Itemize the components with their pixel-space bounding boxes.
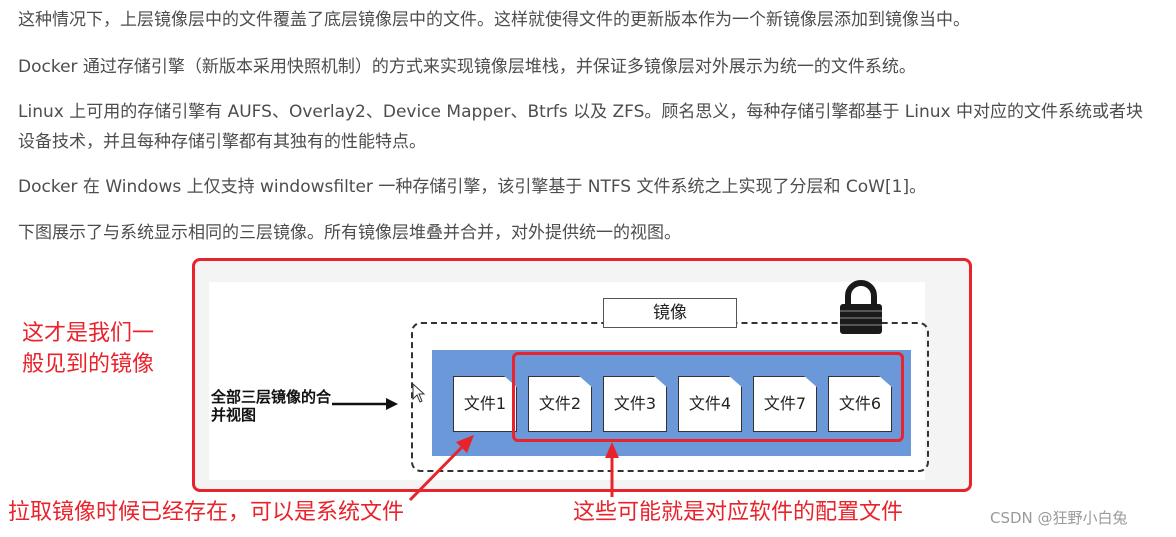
file-card: 文件2: [528, 376, 592, 432]
csdn-watermark: CSDN @狂野小白兔: [990, 509, 1128, 527]
file-card: 文件3: [603, 376, 667, 432]
bottom-annotation-right: 这些可能就是对应软件的配置文件: [573, 500, 904, 525]
paragraph-overwrite: 这种情况下，上层镜像层中的文件覆盖了底层镜像层中的文件。这样就使得文件的更新版本…: [18, 10, 970, 30]
lock-icon: [840, 280, 882, 334]
paragraph-linux-engines: Linux 上可用的存储引擎有 AUFS、Overlay2、Device Map…: [18, 102, 1144, 152]
merge-view-label: 全部三层镜像的合并视图: [211, 388, 332, 424]
config-files-highlight: [512, 352, 904, 442]
image-title-label: 镜像: [603, 298, 737, 328]
file-card: 文件7: [753, 376, 817, 432]
bottom-annotation-left: 拉取镜像时候已经存在，可以是系统文件: [8, 500, 405, 525]
side-annotation: 这才是我们一般见到的镜像: [22, 321, 155, 377]
paragraph-storage-engine: Docker 通过存储引擎（新版本采用快照机制）的方式来实现镜像层堆栈，并保证多…: [18, 57, 916, 77]
paragraph-figure-intro: 下图展示了与系统显示相同的三层镜像。所有镜像层堆叠并合并，对外提供统一的视图。: [18, 223, 681, 243]
mouse-cursor-icon: [412, 383, 426, 403]
file-card: 文件1: [453, 376, 517, 432]
paragraph-windows-engine: Docker 在 Windows 上仅支持 windowsfilter 一种存储…: [18, 177, 927, 197]
arrow-right-icon: [332, 398, 398, 410]
file-card: 文件6: [828, 376, 892, 432]
file-card: 文件4: [678, 376, 742, 432]
